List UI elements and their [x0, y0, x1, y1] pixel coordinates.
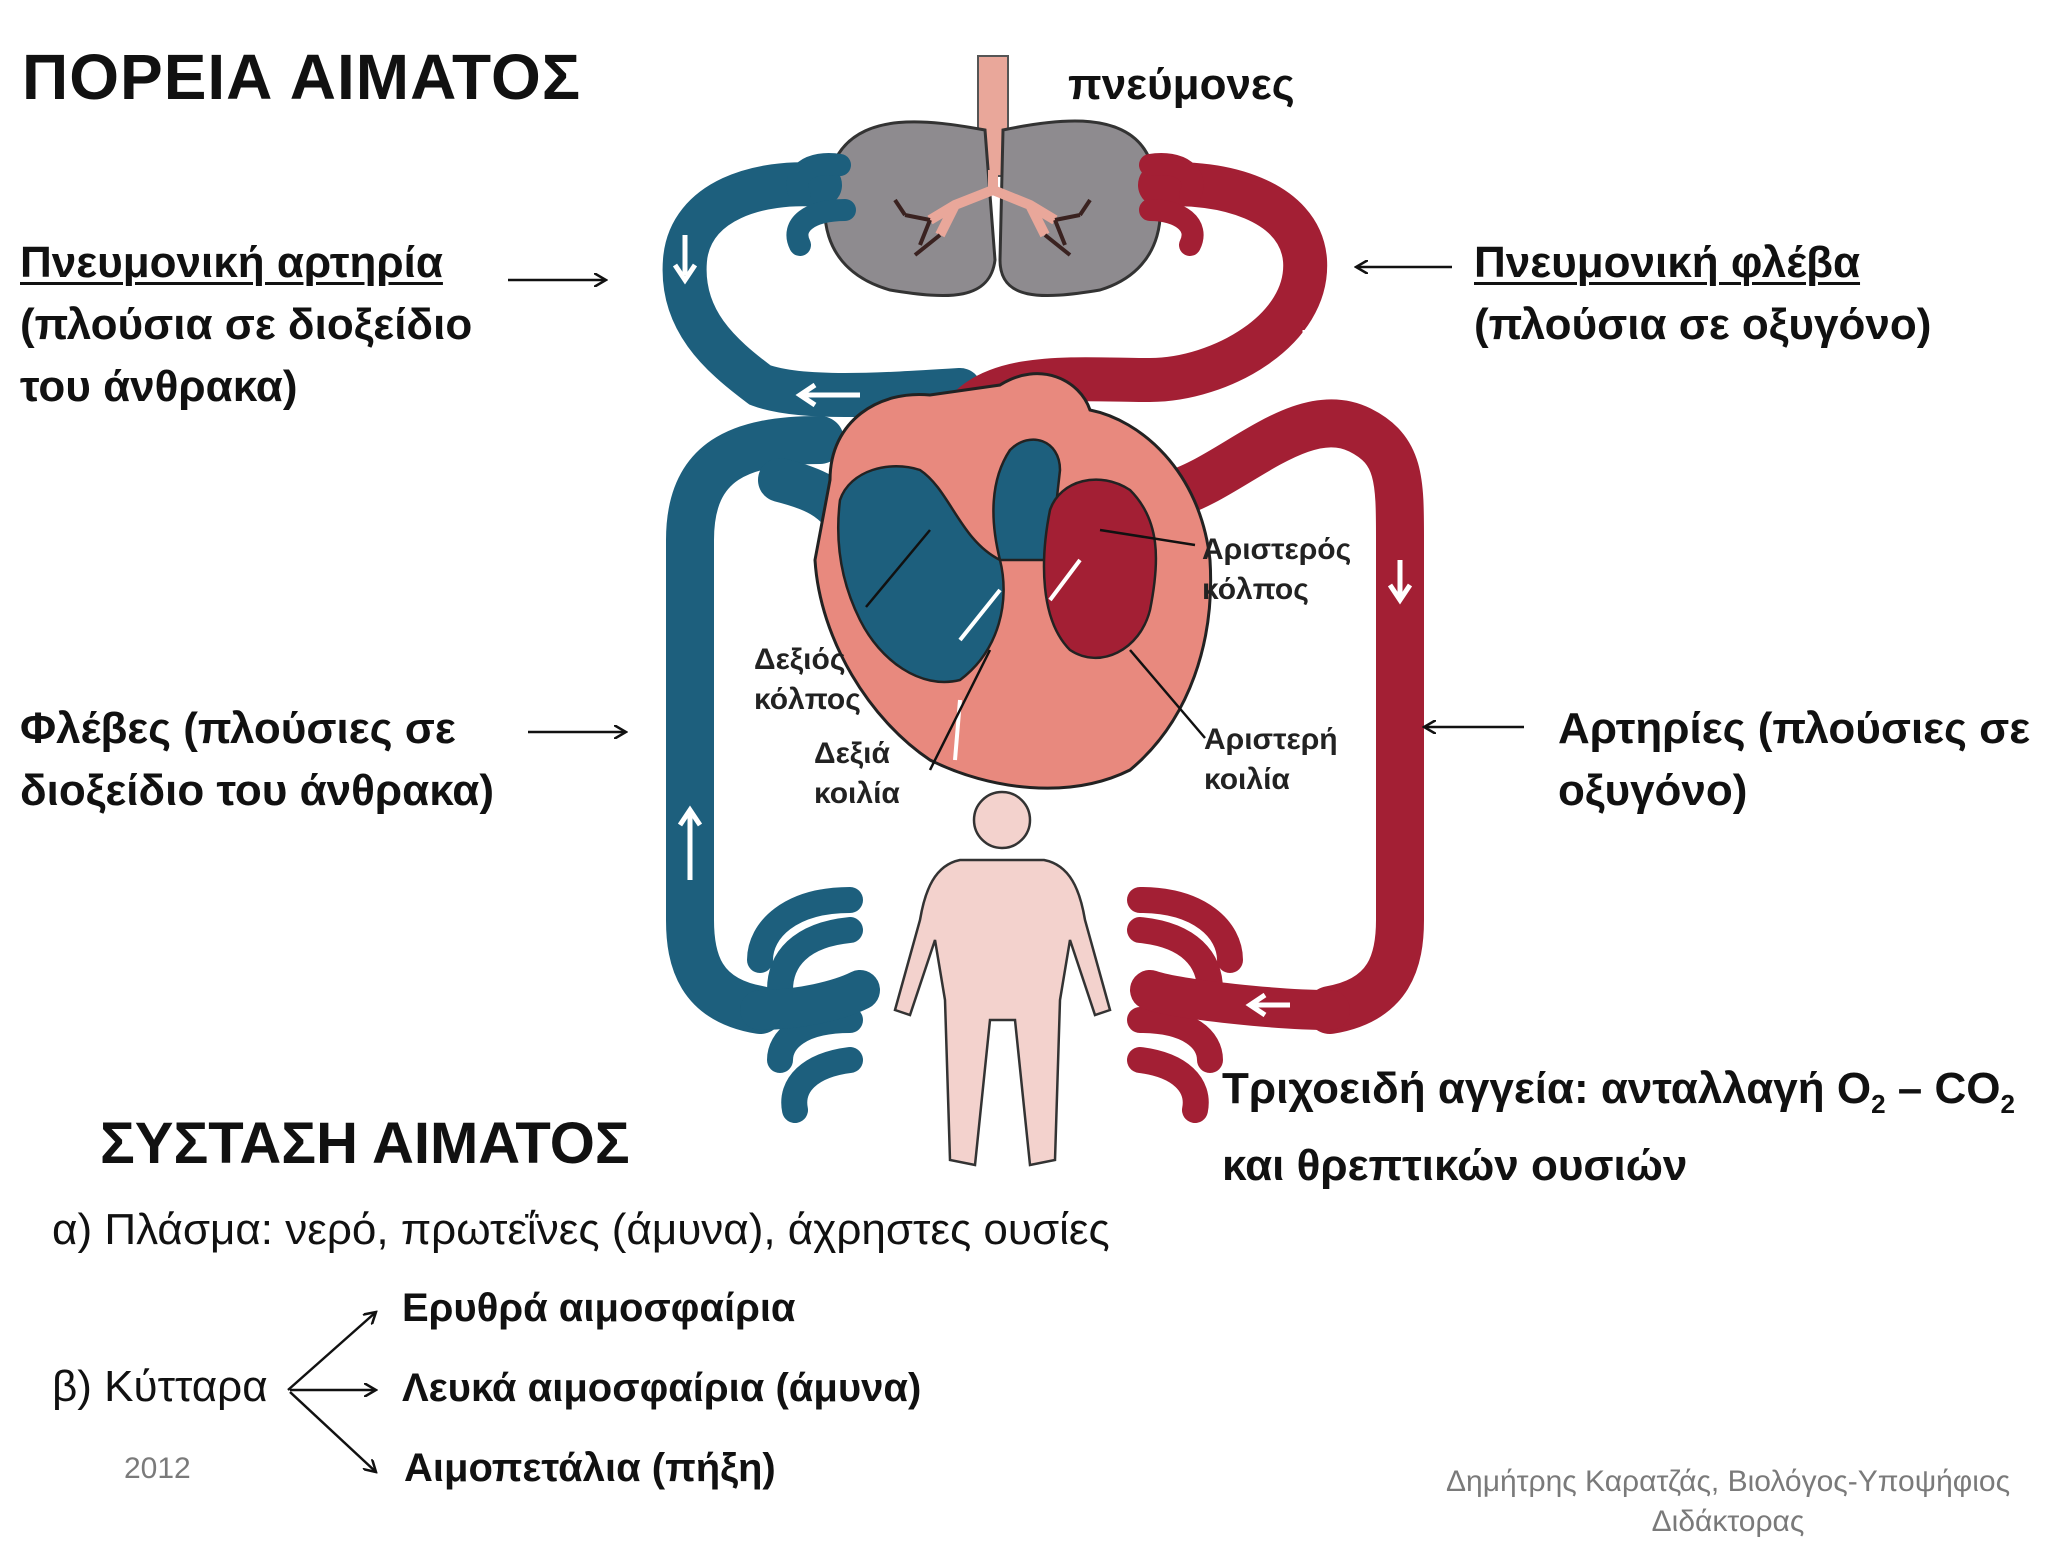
pulmonary-artery-label: Πνευμονική αρτηρία (πλούσια σε διοξείδιο… [20, 232, 472, 418]
arrow-to-red-cells [287, 1312, 376, 1391]
flow-arrows [672, 235, 1413, 1018]
author-line-1: Δημήτρης Καρατζάς, Βιολόγος-Υποψήφιος [1445, 1465, 2011, 1498]
pulmonary-artery-desc-1: (πλούσια σε διοξείδιο [20, 300, 473, 349]
lower-vein-connector [740, 970, 880, 1030]
body-head [972, 790, 1032, 850]
veins-line-2: διοξείδιο του άνθρακα) [20, 766, 494, 815]
right-ventricle-l1: Δεξιά [814, 737, 890, 770]
left-atrium-label: Αριστερός κόλπος [1202, 530, 1351, 610]
cell-item-red: Ερυθρά αιμοσφαίρια [402, 1286, 796, 1330]
cell-item-white: Λευκά αιμοσφαίρια (άμυνα) [402, 1366, 922, 1410]
composition-title: ΣΥΣΤΑΣΗ ΑΙΜΑΤΟΣ [100, 1111, 630, 1176]
flow-arrow [795, 382, 860, 408]
aorta-vessel [1146, 399, 1424, 1034]
arteries-line-2: οξυγόνο) [1558, 766, 1748, 815]
capillaries-line-2: και θρεπτικών ουσιών [1222, 1140, 1688, 1190]
body-capillaries-venous [747, 887, 863, 1123]
capillaries-mid: – CO [1885, 1064, 2001, 1113]
left-ventricle-label: Αριστερή κοιλία [1204, 720, 1338, 800]
left-ventricle-l2: κοιλία [1204, 763, 1290, 796]
o2-subscript: 2 [1871, 1088, 1886, 1119]
pulmonary-vein-name: Πνευμονική φλέβα [1474, 238, 1861, 287]
plasma-text: α) Πλάσμα: νερό, πρωτεΐνες (άμυνα), άχρη… [52, 1205, 1110, 1254]
human-body-illustration [893, 790, 1112, 1167]
left-ventricle-l1: Αριστερή [1204, 723, 1338, 756]
bronchioles [893, 198, 1092, 257]
right-heart-chambers [836, 465, 1005, 684]
body-torso-limbs [893, 858, 1112, 1167]
author-line-2: Διδάκτορας [1651, 1505, 1805, 1538]
cell-item-platelets: Αιμοπετάλια (πήξη) [404, 1446, 776, 1490]
pulmonary-artery-name: Πνευμονική αρτηρία [20, 238, 443, 287]
vena-cava-vessel [666, 416, 844, 1034]
right-atrium-l1: Δεξιός [754, 643, 846, 676]
pulmonary-artery-branches [786, 153, 856, 256]
leader-right-atrium [865, 529, 931, 608]
flow-arrow [672, 235, 698, 285]
leader-right-ventricle [928, 649, 992, 771]
oxygenated-vessels [938, 153, 1424, 1123]
year-label: 2012 [124, 1452, 191, 1485]
right-ventricle-l2: κοιλία [814, 777, 900, 810]
pulmonary-vein-branches [1139, 153, 1204, 256]
capillaries-label: Τριχοειδή αγγεία: ανταλλαγή O2 – CO2 και… [1222, 1058, 2015, 1197]
author-credit: Δημήτρης Καρατζάς, Βιολόγος-Υποψήφιος Δι… [1428, 1462, 2028, 1542]
page-title: ΠΟΡΕΙΑ ΑΙΜΑΤΟΣ [22, 41, 582, 113]
leader-left-atrium [1099, 528, 1196, 547]
lungs-label: πνεύμονες [1068, 60, 1295, 109]
lungs-illustration [823, 55, 1162, 298]
left-atrium-l1: Αριστερός [1202, 533, 1352, 566]
left-lung [823, 120, 997, 298]
veins-line-1: Φλέβες (πλούσιες σε [20, 704, 456, 753]
lower-artery-connector [1130, 970, 1350, 1030]
pointer-arrows [287, 267, 1524, 1472]
arrow-to-platelets [289, 1391, 376, 1472]
cells-label: β) Κύτταρα [52, 1362, 268, 1411]
left-heart-chambers [1042, 478, 1158, 660]
flow-arrow [1292, 330, 1318, 365]
leader-left-ventricle [1129, 649, 1206, 739]
right-atrium-l2: κόλπος [754, 683, 861, 716]
right-lung [998, 119, 1162, 298]
flow-arrow [1387, 560, 1413, 605]
right-ventricle-label: Δεξιά κοιλία [814, 734, 900, 814]
flow-arrow [677, 805, 703, 880]
pulmonary-vein-label: Πνευμονική φλέβα (πλούσια σε οξυγόνο) [1474, 232, 1931, 356]
arteries-label: Αρτηρίες (πλούσιες σε οξυγόνο) [1558, 698, 2030, 822]
pulmonary-artery-desc-2: του άνθρακα) [20, 362, 298, 411]
pulmonary-trunk [992, 438, 1062, 562]
capillaries-prefix: Τριχοειδή αγγεία: ανταλλαγή O [1222, 1064, 1872, 1113]
pulmonary-vein-desc: (πλούσια σε οξυγόνο) [1474, 300, 1932, 349]
co2-subscript: 2 [2000, 1088, 2015, 1119]
right-atrium-label: Δεξιός κόλπος [754, 640, 861, 720]
arteries-line-1: Αρτηρίες (πλούσιες σε [1558, 704, 2031, 753]
bronchi [927, 170, 1058, 238]
capillaries-line-1: Τριχοειδή αγγεία: ανταλλαγή O2 – CO2 [1222, 1058, 2015, 1135]
heart-illustration [813, 372, 1213, 790]
body-capillaries-arterial [1127, 887, 1243, 1123]
veins-label: Φλέβες (πλούσιες σε διοξείδιο του άνθρακ… [20, 698, 494, 822]
flow-arrow [1245, 992, 1290, 1018]
left-atrium-l2: κόλπος [1202, 573, 1309, 606]
